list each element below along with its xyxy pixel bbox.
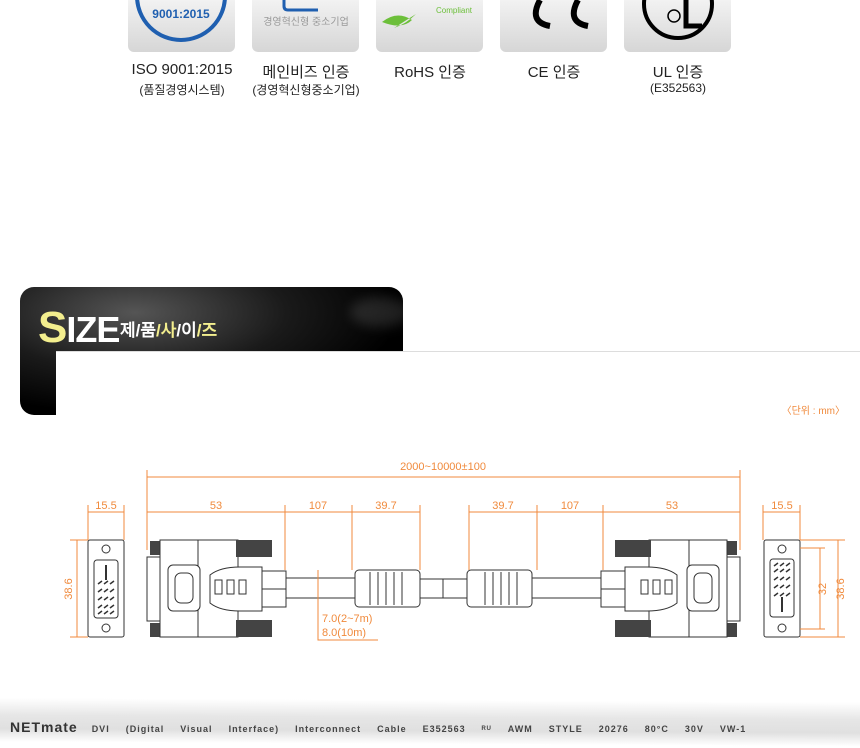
svg-text:Compliant: Compliant xyxy=(436,6,473,15)
banner-title: SIZE xyxy=(38,303,120,352)
right-connector xyxy=(442,539,741,638)
diameter-label-1: 7.0(2~7m) xyxy=(322,613,372,625)
total-length-label: 2000~10000±100 xyxy=(400,461,486,473)
cert-sub: (경영혁신형중소기업) xyxy=(252,83,360,97)
right-end-height-label: 38.6 xyxy=(835,578,847,599)
left-cable-label: 107 xyxy=(309,500,327,512)
cert-sub: (품질경영시스템) xyxy=(139,83,225,97)
right-head-label: 53 xyxy=(666,500,678,512)
cert-label: RoHS 인증 xyxy=(394,64,466,81)
svg-text:9001:2015: 9001:2015 xyxy=(152,7,210,21)
right-end-view xyxy=(763,539,801,638)
cert-sub: (E352563) xyxy=(649,81,707,95)
right-cable-label: 107 xyxy=(561,500,579,512)
mainbiz-logo: 경영혁신형 중소기업 xyxy=(252,0,359,52)
left-core-label: 39.7 xyxy=(375,500,396,512)
right-core-label: 39.7 xyxy=(492,500,513,512)
left-end-view xyxy=(87,539,125,638)
iso-logo: 9001:2015 xyxy=(128,0,235,52)
left-end-height-label: 38.6 xyxy=(63,578,75,599)
hole-pitch-label: 32 xyxy=(817,583,829,595)
left-end-width-label: 15.5 xyxy=(95,500,116,512)
right-end-width-label: 15.5 xyxy=(771,500,792,512)
cert-label: ISO 9001:2015 xyxy=(131,61,233,78)
cert-label: CE 인증 xyxy=(527,64,581,81)
svg-text:경영혁신형 중소기업: 경영혁신형 중소기업 xyxy=(263,15,349,28)
cert-label: 메인비즈 인증 xyxy=(262,64,350,81)
dimension-lines xyxy=(70,470,845,641)
banner-subtitle: 제/품/사/이/즈 xyxy=(120,321,218,340)
cert-label: UL 인증 xyxy=(652,64,704,81)
unit-label: 〈단위 : mm〉 xyxy=(782,404,845,417)
left-head-label: 53 xyxy=(210,500,222,512)
rohs-logo: Compliant xyxy=(376,0,483,52)
ul-logo xyxy=(624,0,731,52)
diameter-label-2: 8.0(10m) xyxy=(322,627,366,639)
ce-logo xyxy=(500,0,607,52)
left-connector xyxy=(146,539,445,638)
